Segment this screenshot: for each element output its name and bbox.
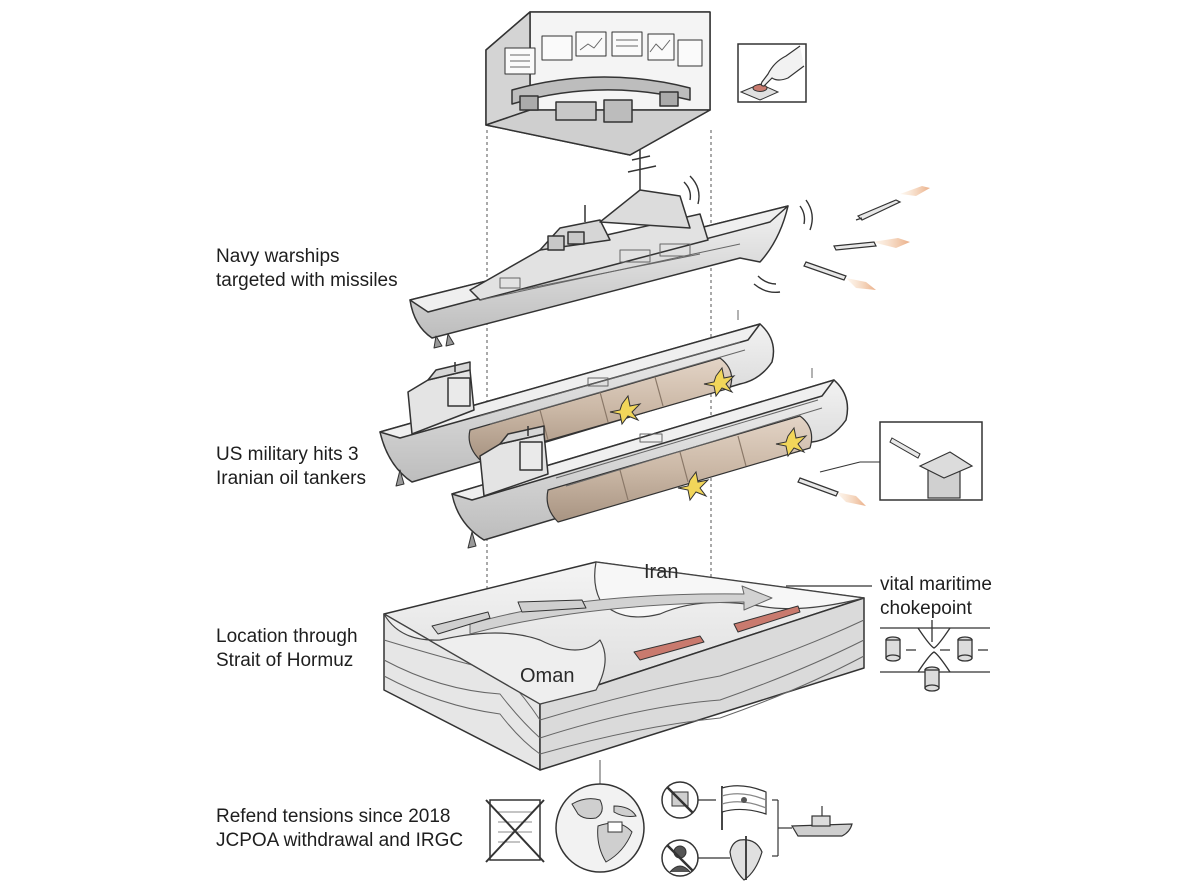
label-tensions-line1: Refend tensions since 2018: [216, 806, 451, 827]
connector-bracket: [698, 799, 792, 859]
incoming-missile-tanker: [797, 477, 866, 506]
label-warships-line2: targeted with missiles: [216, 270, 398, 291]
map-labels: Iran Oman: [520, 561, 678, 687]
button-press-inset-icon: [737, 43, 807, 103]
label-location: Location through Strait of Hormuz: [216, 625, 358, 673]
label-tankers: US military hits 3 Iranian oil tankers: [216, 443, 366, 491]
label-tankers-line2: Iranian oil tankers: [216, 468, 366, 489]
control-room-icon: [485, 11, 711, 156]
cancelled-document-icon: [485, 799, 545, 863]
incoming-missiles-warship: [803, 186, 930, 290]
globe-icon: [555, 783, 645, 873]
map-label-oman: Oman: [520, 665, 574, 687]
irgc-emblem-icon: [729, 836, 763, 881]
missile-launcher-inset-icon: [819, 421, 983, 501]
label-chokepoint: vital maritime chokepoint: [880, 573, 992, 621]
prohibited-gun-icon: [661, 781, 699, 819]
explosion-icons: [609, 366, 808, 502]
label-tankers-line1: US military hits 3: [216, 444, 359, 465]
iran-flag-icon: [721, 785, 767, 830]
warship-small-icon: [790, 806, 853, 837]
strait-map-block-icon: [383, 561, 865, 771]
label-location-line2: Strait of Hormuz: [216, 650, 354, 671]
destroyer-warship-icon: [409, 150, 789, 349]
label-chokepoint-line1: vital maritime: [880, 574, 992, 595]
prohibited-militant-icon: [661, 839, 699, 877]
oil-tanker-icon: [451, 368, 849, 549]
label-location-line1: Location through: [216, 626, 358, 647]
label-warships: Navy warships targeted with missiles: [216, 245, 398, 293]
radar-wave-icons: [683, 175, 813, 294]
chokepoint-inset-icon: [786, 585, 990, 692]
label-warships-line1: Navy warships: [216, 246, 340, 267]
map-label-iran: Iran: [644, 561, 678, 583]
label-tensions-line2: JCPOA withdrawal and IRGC: [216, 830, 464, 851]
label-tensions: Refend tensions since 2018 JCPOA withdra…: [216, 805, 463, 853]
label-chokepoint-line2: chokepoint: [880, 598, 972, 619]
